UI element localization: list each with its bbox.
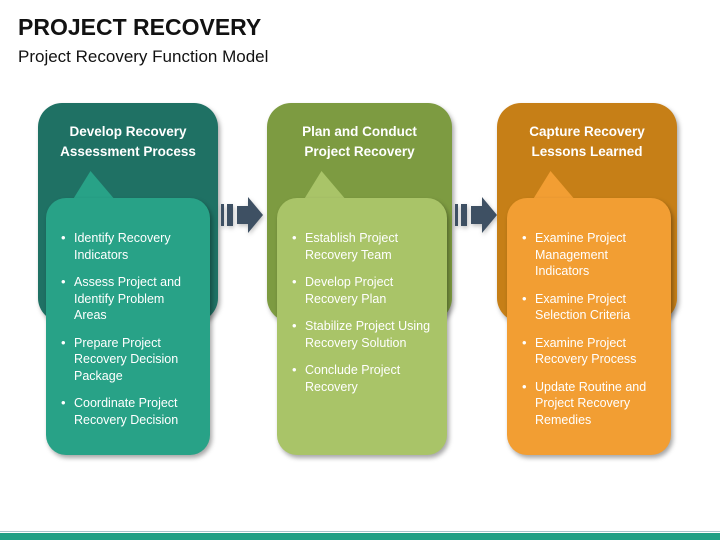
column-2-bullet-list: Establish Project Recovery Team Develop …	[277, 198, 447, 395]
list-item: Identify Recovery Indicators	[61, 229, 198, 263]
list-item: Examine Project Recovery Process	[522, 334, 659, 368]
list-item: Examine Project Management Indicators	[522, 229, 659, 280]
list-item: Develop Project Recovery Plan	[292, 273, 435, 307]
list-item: Examine Project Selection Criteria	[522, 290, 659, 324]
list-item: Assess Project and Identify Problem Area…	[61, 273, 198, 324]
list-item: Prepare Project Recovery Decision Packag…	[61, 334, 198, 385]
striped-right-arrow-icon	[455, 193, 497, 237]
footer-divider-line	[0, 531, 720, 532]
page-subtitle: Project Recovery Function Model	[18, 47, 269, 66]
column-2-body: Establish Project Recovery Team Develop …	[277, 198, 447, 455]
column-1-bullet-list: Identify Recovery Indicators Assess Proj…	[46, 198, 210, 428]
list-item: Update Routine and Project Recovery Reme…	[522, 378, 659, 429]
page-title: PROJECT RECOVERY	[18, 14, 262, 40]
column-3-bullet-list: Examine Project Management Indicators Ex…	[507, 198, 671, 428]
list-item: Coordinate Project Recovery Decision	[61, 394, 198, 428]
footer-accent-bar	[0, 533, 720, 540]
column-3-body: Examine Project Management Indicators Ex…	[507, 198, 671, 455]
list-item: Conclude Project Recovery	[292, 361, 435, 395]
striped-right-arrow-icon	[221, 193, 263, 237]
list-item: Establish Project Recovery Team	[292, 229, 435, 263]
list-item: Stabilize Project Using Recovery Solutio…	[292, 317, 435, 351]
column-1-body: Identify Recovery Indicators Assess Proj…	[46, 198, 210, 455]
